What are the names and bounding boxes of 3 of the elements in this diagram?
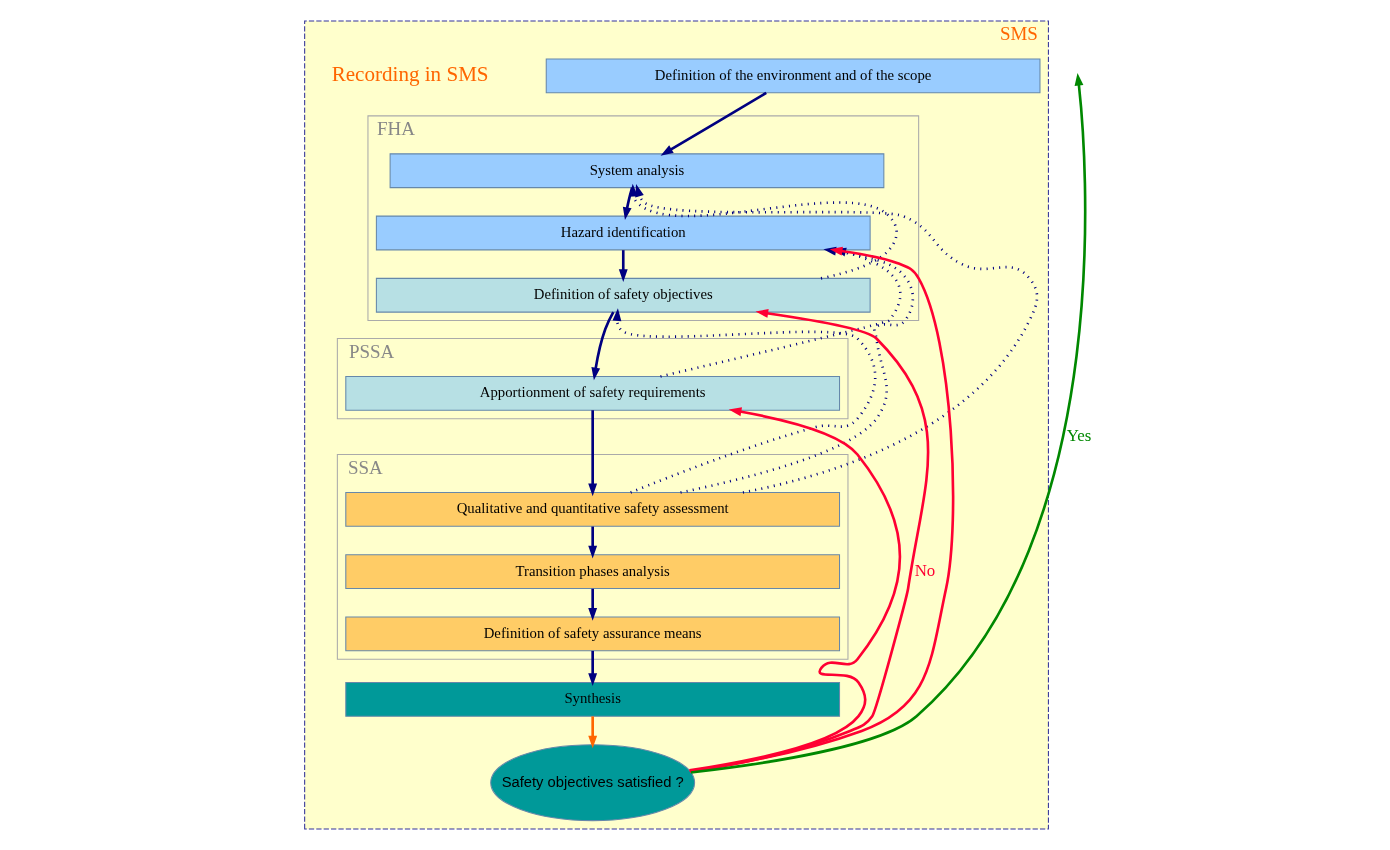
edge-label: No (914, 560, 936, 580)
edge-label: Yes (1066, 425, 1092, 445)
label: Recording in SMS (331, 62, 489, 87)
